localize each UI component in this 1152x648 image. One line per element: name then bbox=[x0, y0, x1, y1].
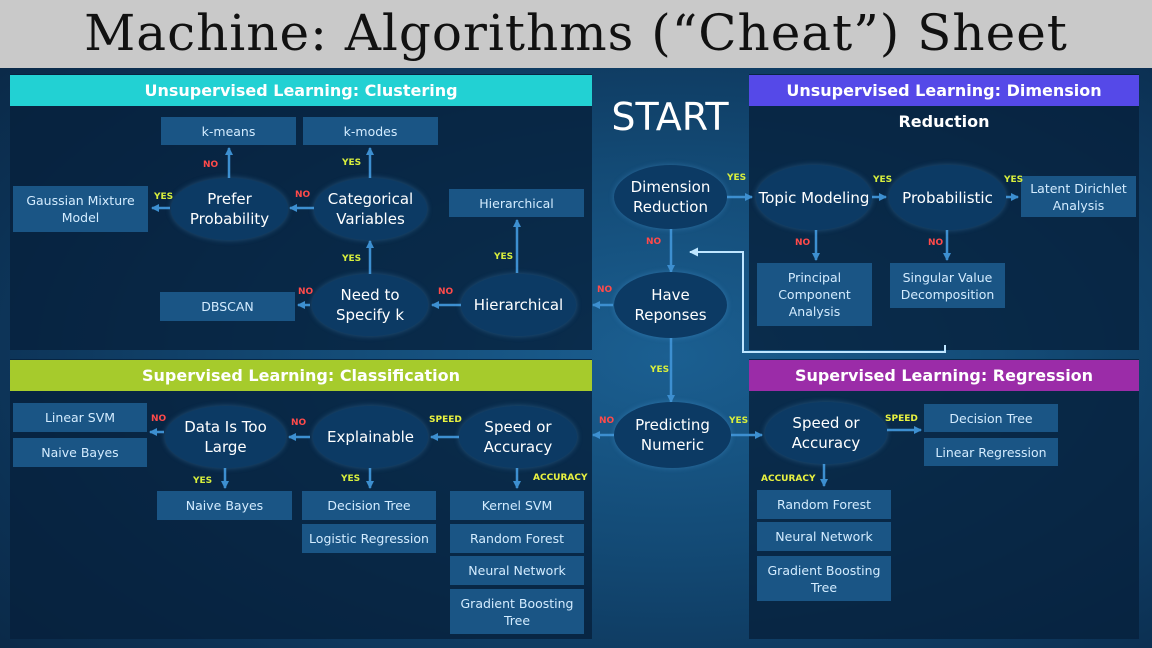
edge-label-no: NO bbox=[291, 418, 307, 428]
edge-label-no: NO bbox=[795, 238, 811, 248]
hierarchical-node: Hierarchical bbox=[461, 274, 576, 336]
edge-label-no: NO bbox=[599, 416, 615, 426]
topic-modeling-node: Topic Modeling bbox=[756, 165, 872, 230]
edge-label-no: NO bbox=[151, 414, 167, 424]
edge-label-yes: YES bbox=[341, 474, 361, 484]
gaussian-mixture-box: Gaussian Mixture Model bbox=[13, 186, 148, 232]
edge-label-no: NO bbox=[597, 285, 613, 295]
linear-svm-box: Linear SVM bbox=[13, 403, 147, 432]
edge-label-no: NO bbox=[646, 237, 662, 247]
speed-accuracy-classification-node: Speed or Accuracy bbox=[459, 406, 577, 468]
edge-label-yes: YES bbox=[729, 416, 749, 426]
predicting-numeric-node: Predicting Numeric bbox=[614, 402, 731, 468]
edge-label-yes: YES bbox=[727, 173, 747, 183]
classification-header: Supervised Learning: Classification bbox=[10, 360, 592, 391]
gradient-boosting-tree-regression-box: Gradient Boosting Tree bbox=[757, 556, 891, 601]
explainable-node: Explainable bbox=[313, 406, 428, 468]
hierarchical-box: Hierarchical bbox=[449, 189, 584, 217]
dimension-reduction-node: Dimension Reduction bbox=[614, 165, 727, 229]
pca-box: Principal Component Analysis bbox=[757, 263, 872, 326]
clustering-header: Unsupervised Learning: Clustering bbox=[10, 75, 592, 106]
edge-label-no: NO bbox=[438, 287, 454, 297]
kmeans-box: k-means bbox=[161, 117, 296, 145]
latent-dirichlet-analysis-box: Latent Dirichlet Analysis bbox=[1021, 176, 1136, 217]
edge-label-yes: YES bbox=[154, 192, 174, 202]
decision-tree-regression-box: Decision Tree bbox=[924, 404, 1058, 432]
logistic-regression-box: Logistic Regression bbox=[302, 524, 436, 553]
start-label: START bbox=[611, 95, 729, 139]
random-forest-regression-box: Random Forest bbox=[757, 490, 891, 519]
edge-label-yes: YES bbox=[494, 252, 514, 262]
edge-label-no: NO bbox=[298, 287, 314, 297]
edge-label-no: NO bbox=[928, 238, 944, 248]
data-too-large-node: Data Is Too Large bbox=[165, 406, 286, 468]
edge-label-speed: SPEED bbox=[885, 414, 918, 424]
speed-accuracy-regression-node: Speed or Accuracy bbox=[765, 402, 887, 464]
edge-label-yes: YES bbox=[873, 175, 893, 185]
edge-label-accuracy: ACCURACY bbox=[533, 473, 588, 483]
edge-label-no: NO bbox=[295, 190, 311, 200]
naive-bayes-box-top: Naive Bayes bbox=[13, 438, 147, 467]
gradient-boosting-tree-classification-box: Gradient Boosting Tree bbox=[450, 589, 584, 634]
edge-label-yes: YES bbox=[193, 476, 213, 486]
decision-tree-classification-box: Decision Tree bbox=[302, 491, 436, 520]
kernel-svm-box: Kernel SVM bbox=[450, 491, 584, 520]
page-title: Machine: Algorithms (“Cheat”) Sheet bbox=[0, 0, 1152, 68]
neural-network-classification-box: Neural Network bbox=[450, 556, 584, 585]
edge-label-speed: SPEED bbox=[429, 415, 462, 425]
categorical-variables-node: Categorical Variables bbox=[314, 178, 427, 240]
edge-label-accuracy: ACCURACY bbox=[761, 474, 816, 484]
edge-label-yes: YES bbox=[650, 365, 670, 375]
have-responses-node: Have Reponses bbox=[614, 272, 727, 338]
edge-label-no: NO bbox=[203, 160, 219, 170]
dimension-header: Unsupervised Learning: Dimension Reducti… bbox=[749, 75, 1139, 131]
regression-header: Supervised Learning: Regression bbox=[749, 360, 1139, 391]
svd-box: Singular Value Decomposition bbox=[890, 263, 1005, 308]
neural-network-regression-box: Neural Network bbox=[757, 522, 891, 551]
edge-label-yes: YES bbox=[1004, 175, 1024, 185]
need-to-specify-k-node: Need to Specify k bbox=[312, 274, 428, 336]
random-forest-classification-box: Random Forest bbox=[450, 524, 584, 553]
probabilistic-node: Probabilistic bbox=[889, 165, 1006, 230]
dbscan-box: DBSCAN bbox=[160, 292, 295, 321]
linear-regression-box: Linear Regression bbox=[924, 438, 1058, 466]
prefer-probability-node: Prefer Probability bbox=[171, 178, 288, 240]
naive-bayes-box-bottom: Naive Bayes bbox=[157, 491, 292, 520]
edge-label-yes: YES bbox=[342, 158, 362, 168]
edge-label-yes: YES bbox=[342, 254, 362, 264]
kmodes-box: k-modes bbox=[303, 117, 438, 145]
